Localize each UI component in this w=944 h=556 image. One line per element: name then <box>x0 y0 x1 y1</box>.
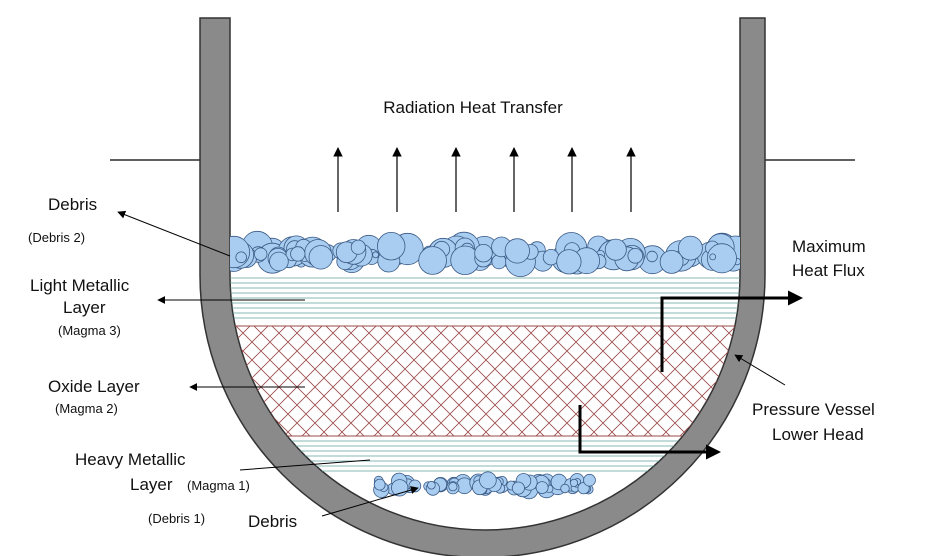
light-metal-label-2: Layer <box>63 298 106 317</box>
max-heat-flux-arrow <box>660 290 803 372</box>
debris-particle <box>583 473 596 487</box>
lower-heat-flux-arrow <box>578 405 721 460</box>
debris-particle <box>659 249 684 274</box>
debris-particle <box>504 238 530 264</box>
debris-particle <box>418 246 447 275</box>
debris-particle <box>290 246 306 262</box>
heavy-metal-leader <box>239 459 371 471</box>
debris-bottom-label: Debris <box>248 512 297 531</box>
debris-particle <box>235 251 248 264</box>
radiation-arrows <box>333 147 636 212</box>
vessel-leader <box>734 354 786 386</box>
vessel-label-1: Pressure Vessel <box>752 400 875 419</box>
debris-particle <box>427 480 436 490</box>
debris-particle <box>556 249 582 275</box>
debris-particle <box>254 247 268 261</box>
light-metallic-layer <box>230 277 740 319</box>
debris-bottom-sublabel: (Debris 1) <box>148 511 205 526</box>
debris-top-leader <box>117 210 231 257</box>
debris-particle <box>269 251 289 272</box>
debris-particle <box>569 478 579 487</box>
oxide-label: Oxide Layer <box>48 377 140 396</box>
debris-bottom-leader <box>321 486 419 517</box>
debris-particle <box>474 243 493 263</box>
debris-particle <box>627 248 644 264</box>
heavy-metal-label-1: Heavy Metallic <box>75 450 186 469</box>
debris-particle <box>511 481 525 495</box>
heavy-metal-label-2: Layer <box>130 475 173 494</box>
debris-particle <box>604 238 627 261</box>
debris-particle <box>706 243 737 274</box>
debris-top-sublabel: (Debris 2) <box>28 230 85 245</box>
light-metal-sublabel: (Magma 3) <box>58 323 121 338</box>
debris-particle <box>372 251 380 259</box>
debris-particle <box>448 482 458 492</box>
diagram-title: Radiation Heat Transfer <box>383 98 563 117</box>
oxide-sublabel: (Magma 2) <box>55 401 118 416</box>
vessel-label-2: Lower Head <box>772 425 864 444</box>
debris-bottom-bed <box>373 471 596 500</box>
light-metal-label-1: Light Metallic <box>30 276 130 295</box>
debris-particle <box>373 478 386 491</box>
debris-particle <box>678 235 703 261</box>
heavy-metal-sublabel: (Magma 1) <box>187 478 250 493</box>
debris-particle <box>560 483 570 494</box>
debris-particle <box>535 481 549 495</box>
debris-particle <box>479 471 497 490</box>
oxide-layer <box>230 326 740 436</box>
debris-particle <box>377 231 406 261</box>
max-flux-label-2: Heat Flux <box>792 261 865 280</box>
debris-particle <box>350 239 366 255</box>
debris-top-label: Debris <box>48 195 97 214</box>
max-flux-label-1: Maximum <box>792 237 866 256</box>
debris-top-bed <box>230 230 740 278</box>
debris-particle <box>646 250 658 263</box>
debris-particle <box>308 245 334 270</box>
debris-particle <box>709 253 717 261</box>
